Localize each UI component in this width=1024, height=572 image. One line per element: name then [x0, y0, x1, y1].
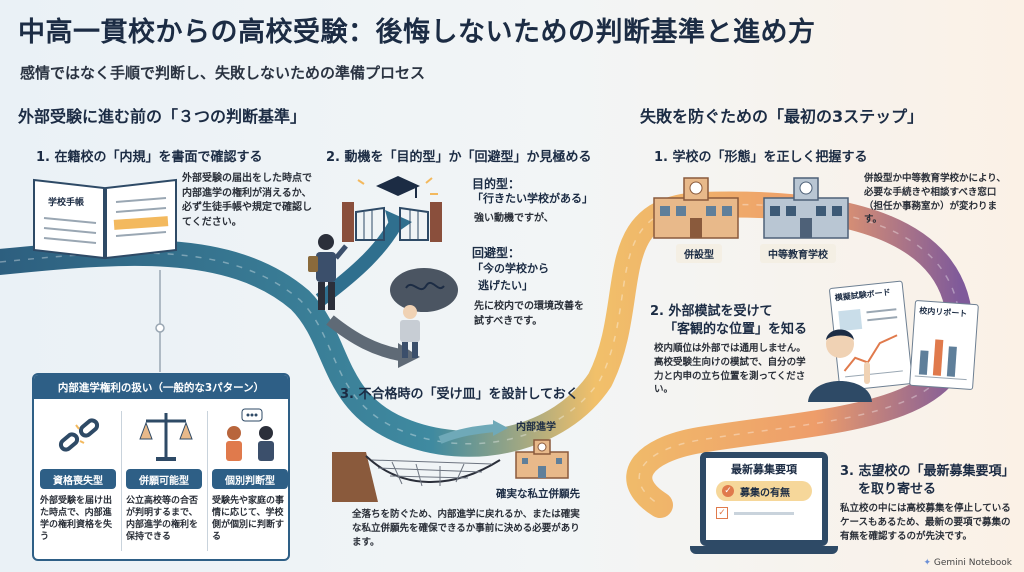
checkbox-icon: ✓ — [716, 507, 728, 519]
school-report-card: 校内リポート — [909, 299, 979, 391]
pattern-label: 資格喪失型 — [40, 469, 116, 489]
student-walking-icon — [308, 234, 348, 310]
handbook-label: 学校手帳 — [48, 198, 85, 208]
pattern-card: 併願可能型 公立高校等の合否が判明するまで、内部進学の権利を保持できる — [122, 405, 206, 557]
page-subtitle: 感情ではなく手順で判断し、失敗しないための準備プロセス — [20, 64, 426, 82]
brand-footer: ✦ Gemini Notebook — [923, 558, 1012, 568]
laptop-screen: 最新募集要項 ✓ 募集の有無 ✓ — [700, 452, 828, 546]
purpose-title: 目的型： — [472, 177, 521, 191]
broken-chain-icon — [58, 418, 100, 452]
left-step3-heading: 3. 不合格時の「受け皿」を設計しておく — [340, 387, 579, 402]
page-title: 中高一貫校からの高校受験：後悔しないための判断基準と進め方 — [18, 17, 816, 48]
screen-badge-label: 募集の有無 — [740, 487, 790, 499]
safety-net-illustration — [332, 452, 501, 502]
recruitment-status-badge: ✓ 募集の有無 — [716, 481, 812, 501]
left-section-heading: 外部受験に進む前の「３つの判断基準」 — [18, 107, 307, 126]
pattern-desc: 公立高校等の合否が判明するまで、内部進学の権利を保持できる — [126, 496, 199, 543]
left-step1-heading: 1. 在籍校の「内規」を書面で確認する — [36, 150, 263, 165]
pattern-label: 個別判断型 — [212, 469, 288, 489]
school-gate-illustration — [342, 176, 442, 242]
inner-route-label: 内部進学 — [516, 422, 556, 433]
left-step1-text: 外部受験の届出をした時点で内部進学の権利が消えるか、必ず生徒手帳や規定で確認して… — [182, 173, 312, 228]
screen-title: 最新募集要項 — [731, 463, 797, 476]
avoid-quote-line2: 逃げたい」 — [478, 279, 533, 292]
right-step3-heading-line2: を取り寄せる — [858, 482, 937, 497]
right-step2-text: 校内順位は外部では通用しません。高校受験生向けの模試で、自分の学力と内申の立ち位… — [654, 343, 806, 396]
secondary-school-icon — [763, 177, 849, 239]
brand-label: Gemini Notebook — [933, 558, 1012, 568]
right-step3-text: 私立校の中には高校募集を停止しているケースもあるため、最新の要項で募集の有無を確… — [840, 503, 1011, 542]
pattern-card: 個別判断型 受験先や家庭の事情に応じて、学校側が個別に判断する — [208, 405, 288, 557]
right-step3-heading-line1: 3. 志望校の「最新募集要項」 — [840, 464, 1015, 479]
scale-icon — [139, 413, 193, 461]
pattern-desc: 受験先や家庭の事情に応じて、学校側が個別に判断する — [212, 496, 285, 543]
consultation-icon — [226, 408, 274, 461]
purpose-quote: 「行きたい学校がある」 — [472, 192, 593, 205]
right-step1-heading: 1. 学校の「形態」を正しく把握する — [654, 150, 868, 165]
combined-school-label: 併設型 — [676, 244, 722, 263]
sparkle-icon: ✦ — [923, 558, 932, 568]
laptop-base — [690, 546, 838, 554]
private-school-icon — [515, 439, 569, 479]
secondary-school-label: 中等教育学校 — [760, 244, 836, 263]
avoid-quote-line1: 「今の学校から — [472, 262, 549, 275]
inner-rights-panel: 内部進学権利の扱い（一般的な3パターン） 資格喪失型 外部受験を届け出た時点で、… — [32, 373, 290, 561]
right-step2-heading-line2: 「客観的な位置」を知る — [664, 322, 808, 337]
pattern-label: 併願可能型 — [126, 469, 202, 489]
checklist-row: ✓ — [716, 507, 812, 519]
left-step2-heading: 2. 動機を「目的型」か「回避型」か見極める — [326, 150, 592, 165]
pattern-desc: 外部受験を届け出た時点で、内部進学の権利資格を失う — [40, 496, 113, 543]
right-step2-heading-line1: 2. 外部模試を受けて — [650, 304, 773, 319]
panel-heading: 内部進学権利の扱い（一般的な3パターン） — [34, 375, 288, 399]
bar-chart-icon — [914, 339, 967, 381]
handbook-illustration — [33, 178, 177, 260]
right-section-heading: 失敗を防ぐための「最初の3ステップ」 — [640, 107, 924, 126]
panel-divider — [121, 411, 122, 551]
right-step1-text: 併設型か中等教育学校かにより、必要な手続きや相談すべき窓口（担任か事務室か）が変… — [864, 173, 1006, 226]
avoid-title: 回避型： — [472, 246, 521, 260]
analyst-person-icon — [808, 329, 872, 402]
panel-divider — [207, 411, 208, 551]
safe-school-label: 確実な私立併願先 — [496, 488, 580, 500]
placeholder-line — [734, 511, 794, 515]
purpose-note: 強い動機ですが、 — [474, 213, 554, 224]
worried-student-icon — [390, 268, 458, 358]
combined-school-icon — [653, 177, 739, 239]
pattern-card: 資格喪失型 外部受験を届け出た時点で、内部進学の権利資格を失う — [36, 405, 120, 557]
avoid-note: 先に校内での環境改善を試すべきです。 — [474, 301, 584, 327]
left-step3-text: 全落ちを防ぐため、内部進学に戻れるか、または確実な私立併願先を確保できるか事前に… — [352, 509, 580, 548]
check-icon: ✓ — [722, 485, 734, 497]
